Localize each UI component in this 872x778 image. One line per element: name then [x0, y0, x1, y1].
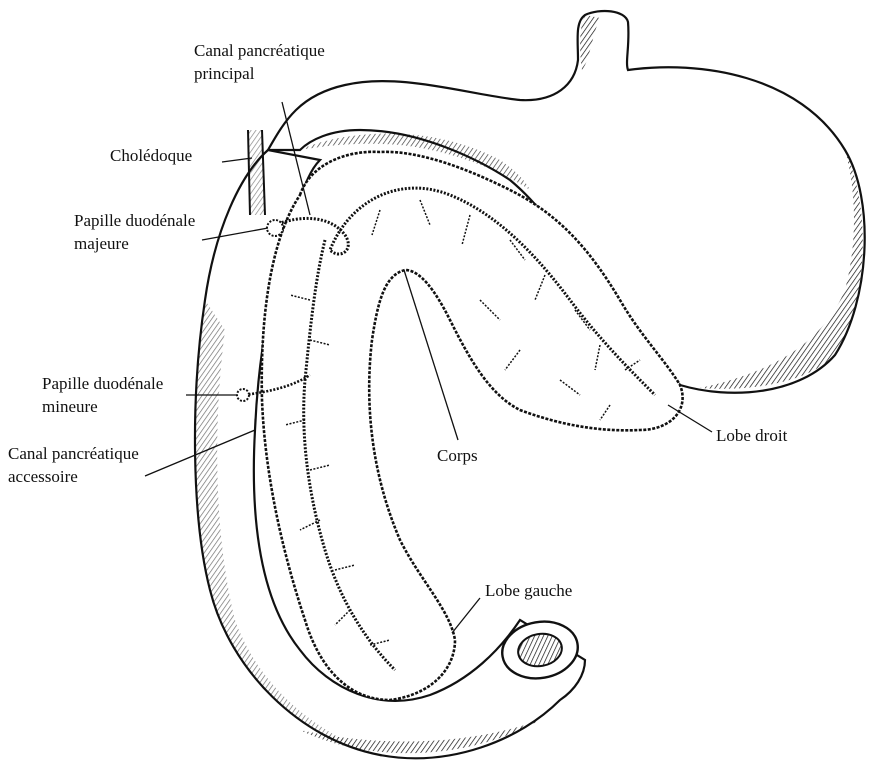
label-papille-mineure-line2: mineure [42, 396, 98, 417]
label-canal-principal-line2: principal [194, 63, 254, 84]
label-choledoque: Cholédoque [110, 145, 192, 166]
label-papille-mineure-line1: Papille duodénale [42, 373, 163, 394]
label-lobe-droit: Lobe droit [716, 425, 787, 446]
minor-papilla-mark [237, 389, 249, 401]
label-canal-principal-line1: Canal pancréatique [194, 40, 325, 61]
label-canal-accessoire-line1: Canal pancréatique [8, 443, 139, 464]
label-corps: Corps [437, 445, 478, 466]
major-papilla-mark [267, 220, 283, 236]
label-lobe-gauche: Lobe gauche [485, 580, 572, 601]
label-papille-majeure-line1: Papille duodénale [74, 210, 195, 231]
label-canal-accessoire-line2: accessoire [8, 466, 78, 487]
label-papille-majeure-line2: majeure [74, 233, 129, 254]
